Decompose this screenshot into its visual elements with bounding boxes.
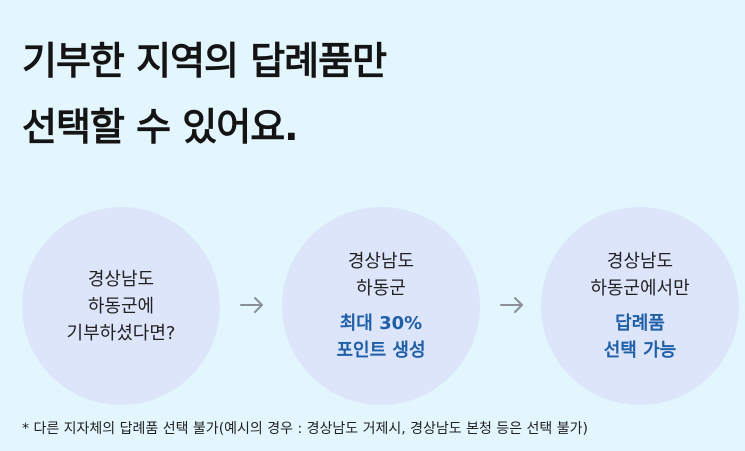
headline: 기부한 지역의 답례품만 선택할 수 있어요. <box>22 28 387 160</box>
step-1-line-2: 하동군에 <box>87 295 155 317</box>
step-2-line-2: 하동군 <box>356 278 406 299</box>
step-circle-2: 경상남도 하동군 최대 30% 포인트 생성 <box>282 207 480 405</box>
arrow-right-icon <box>500 297 523 313</box>
step-3-line-2: 하동군에서만 <box>590 278 690 299</box>
arrow-right-icon <box>240 297 263 313</box>
step-circle-1: 경상남도 하동군에 기부하셨다면? <box>22 207 220 405</box>
headline-line-2: 선택할 수 있어요. <box>22 105 299 149</box>
step-3-highlight-1: 답례품 <box>615 313 665 334</box>
step-2-highlight-2: 포인트 생성 <box>336 340 426 361</box>
footnote: * 다른 지자체의 답례품 선택 불가(예시의 경우 : 경상남도 거제시, 경… <box>22 421 588 437</box>
step-1-line-3: 기부하셨다면? <box>66 322 176 344</box>
step-3-highlight-2: 선택 가능 <box>603 340 677 361</box>
step-3-line-1: 경상남도 <box>606 251 674 272</box>
step-2-line-1: 경상남도 <box>347 251 415 272</box>
headline-line-1: 기부한 지역의 답례품만 <box>22 39 387 83</box>
step-1-line-1: 경상남도 <box>87 268 155 290</box>
step-circle-3: 경상남도 하동군에서만 답례품 선택 가능 <box>541 207 739 405</box>
step-2-highlight-1: 최대 30% <box>339 313 423 334</box>
